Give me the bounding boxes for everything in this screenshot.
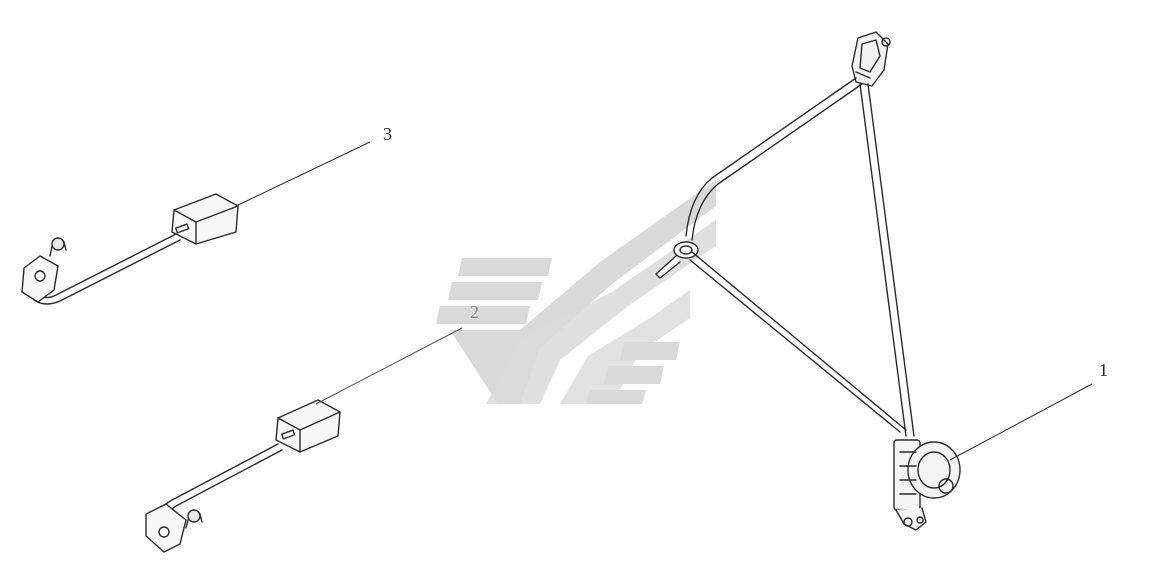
callout-3: 3 — [383, 124, 392, 144]
mounting-bracket — [145, 503, 203, 553]
retractor — [893, 439, 961, 531]
buckle-head — [171, 193, 239, 245]
buckle-assembly-upper — [21, 193, 239, 305]
buckle-assembly-lower — [145, 399, 341, 553]
leader-lines — [235, 141, 1093, 461]
mounting-bracket — [21, 237, 67, 303]
latch-plate — [655, 241, 699, 279]
callout-2: 2 — [470, 302, 479, 322]
buckle-head — [275, 399, 341, 453]
leader-line-3 — [235, 141, 371, 207]
upper-anchor — [851, 31, 891, 87]
seat-belt-assembly — [655, 31, 961, 531]
callout-1: 1 — [1099, 360, 1108, 380]
leader-line-1 — [949, 383, 1093, 461]
leader-line-2 — [315, 327, 463, 405]
lap-strap — [689, 251, 907, 433]
watermark-logo — [436, 180, 716, 404]
diagonal-strap — [685, 77, 863, 241]
vertical-strap — [859, 83, 915, 437]
